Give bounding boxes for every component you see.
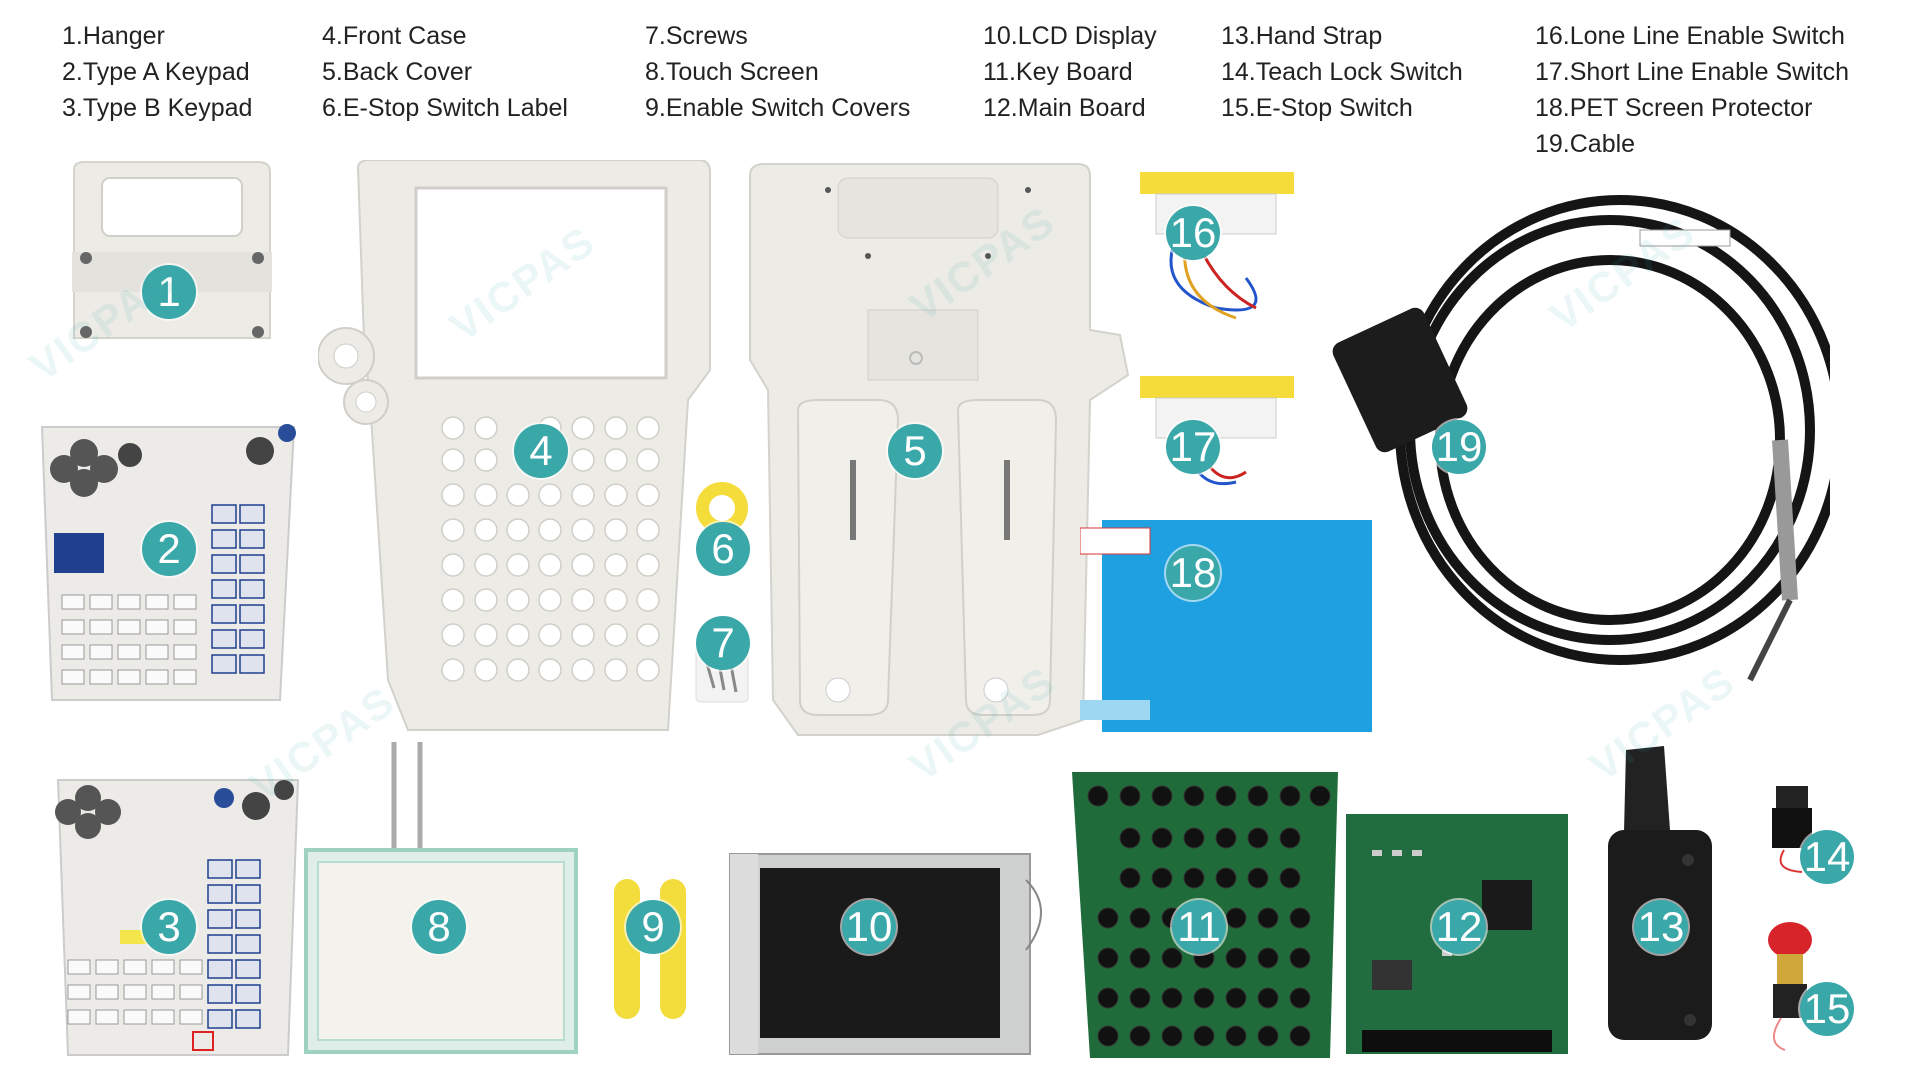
badge-14: 14	[1800, 830, 1854, 884]
badge-9: 9	[626, 900, 680, 954]
teach-lock-switch-image	[1772, 786, 1812, 873]
legend-item: 17.Short Line Enable Switch	[1535, 58, 1850, 86]
legend-item: 11.Key Board	[983, 58, 1133, 86]
badge-7: 7	[696, 616, 750, 670]
legend-item: 18.PET Screen Protector	[1535, 94, 1813, 122]
lone-line-enable-switch-image	[1140, 172, 1294, 320]
legend-column-1: 1.Hanger 2.Type A Keypad 3.Type B Keypad	[62, 18, 252, 126]
main-board-image	[1346, 814, 1568, 1054]
badge-10: 10	[842, 900, 896, 954]
legend-item: 1.Hanger	[62, 22, 165, 50]
badge-18: 18	[1166, 546, 1220, 600]
badge-11: 11	[1172, 900, 1226, 954]
legend-column-2: 4.Front Case 5.Back Cover 6.E-Stop Switc…	[322, 18, 568, 126]
pet-screen-protector-image	[1080, 520, 1372, 732]
badge-4: 4	[514, 424, 568, 478]
badge-13: 13	[1634, 900, 1688, 954]
badge-8: 8	[412, 900, 466, 954]
legend-item: 8.Touch Screen	[645, 58, 819, 86]
badge-19: 19	[1432, 420, 1486, 474]
legend-column-3: 7.Screws 8.Touch Screen 9.Enable Switch …	[645, 18, 910, 126]
legend-column-5: 13.Hand Strap 14.Teach Lock Switch 15.E-…	[1221, 18, 1463, 126]
legend-item: 19.Cable	[1535, 130, 1636, 158]
badge-16: 16	[1166, 206, 1220, 260]
legend-item: 7.Screws	[645, 22, 748, 50]
badge-12: 12	[1432, 900, 1486, 954]
badge-3: 3	[142, 900, 196, 954]
badge-2: 2	[142, 522, 196, 576]
legend-item: 2.Type A Keypad	[62, 58, 250, 86]
legend-item: 15.E-Stop Switch	[1221, 94, 1413, 122]
legend-item: 9.Enable Switch Covers	[645, 94, 911, 122]
legend-item: 5.Back Cover	[322, 58, 473, 86]
legend-column-4: 10.LCD Display 11.Key Board 12.Main Boar…	[983, 18, 1157, 126]
legend-item: 16.Lone Line Enable Switch	[1535, 22, 1845, 50]
badge-6: 6	[696, 522, 750, 576]
lcd-display-image	[729, 853, 1042, 1055]
badge-1: 1	[142, 265, 196, 319]
badge-15: 15	[1800, 982, 1854, 1036]
legend-item: 4.Front Case	[322, 22, 467, 50]
badge-5: 5	[888, 424, 942, 478]
legend-column-6: 16.Lone Line Enable Switch 17.Short Line…	[1535, 18, 1849, 162]
hanger-image	[72, 161, 272, 339]
legend-item: 10.LCD Display	[983, 22, 1157, 50]
legend-item: 13.Hand Strap	[1221, 22, 1383, 50]
legend-item: 14.Teach Lock Switch	[1221, 58, 1463, 86]
legend-item: 3.Type B Keypad	[62, 94, 253, 122]
legend-item: 12.Main Board	[983, 94, 1146, 122]
cable-image	[1332, 195, 1830, 682]
badge-17: 17	[1166, 420, 1220, 474]
legend-item: 6.E-Stop Switch Label	[322, 94, 568, 122]
e-stop-label-image	[696, 482, 748, 534]
